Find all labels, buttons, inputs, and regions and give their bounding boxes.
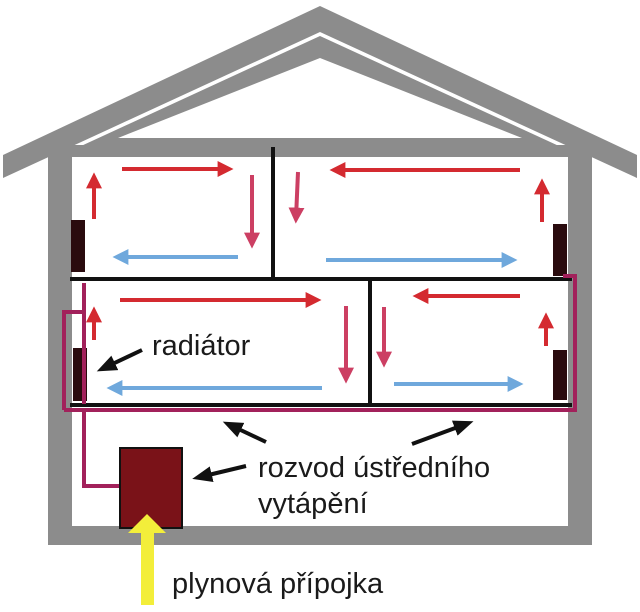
label-radiator: radiátor (152, 330, 251, 362)
label-heating-distribution-line1: rozvod ústředního (258, 452, 491, 484)
label-gas-connection: plynová přípojka (172, 568, 384, 600)
radiator-upper-right (553, 224, 567, 276)
airflow-lower-right (376, 288, 554, 392)
pointer-radiator (96, 348, 143, 372)
pointer-arrows (96, 348, 474, 482)
pointer-pipe-left (222, 421, 267, 444)
airflow-upper-right (288, 162, 550, 268)
label-heating-distribution: rozvod ústředního vytápění (258, 450, 490, 522)
gas-inlet-arrow (128, 514, 166, 605)
house-attic-inner (118, 58, 522, 138)
airflow-upper-left (86, 161, 260, 265)
heating-pipes (62, 274, 577, 488)
pointer-boiler (192, 464, 247, 482)
boiler (119, 447, 183, 529)
airflow-lower-left (86, 292, 354, 396)
label-heating-distribution-line2: vytápění (258, 488, 368, 520)
pointer-pipe-right (411, 420, 474, 446)
radiator-upper-left (71, 220, 85, 272)
radiator-lower-right (553, 350, 567, 400)
